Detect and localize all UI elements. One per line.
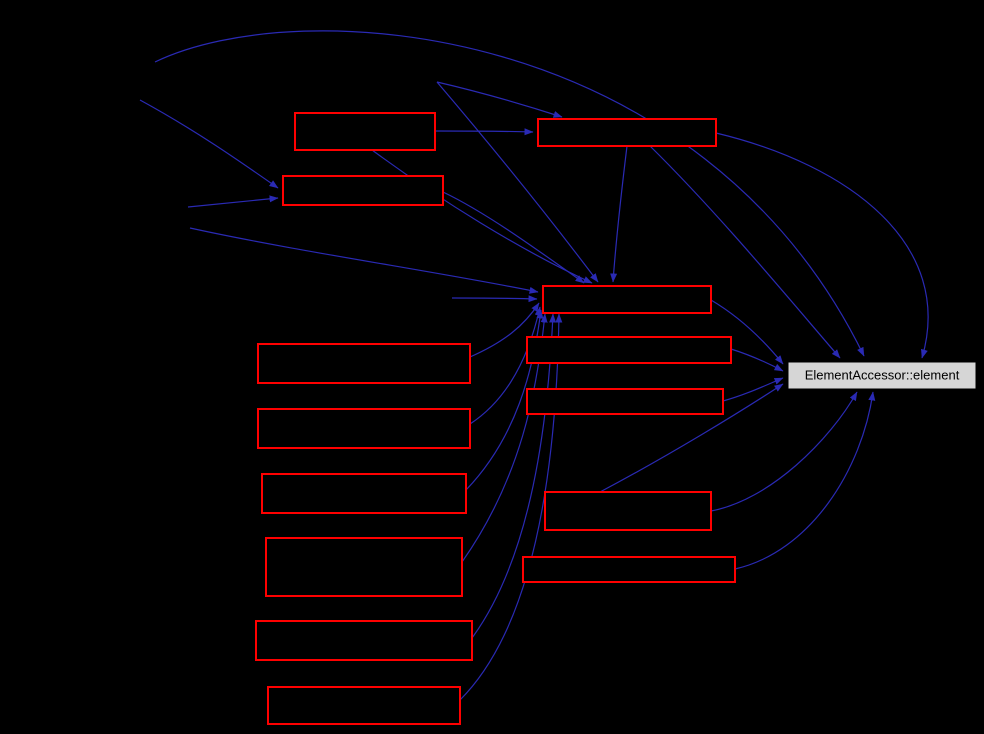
graph-node-node-7[interactable] (257, 343, 471, 384)
graph-edge-15 (469, 306, 542, 425)
graph-edge-19 (459, 313, 563, 701)
graph-node-node-5[interactable] (526, 336, 732, 364)
graph-edge-24 (710, 391, 858, 512)
graph-edge-16 (465, 309, 544, 491)
graph-node-node-10[interactable] (265, 537, 463, 597)
graph-edge-2 (715, 132, 929, 359)
graph-edge-7 (434, 128, 534, 136)
graph-node-node-12[interactable] (267, 686, 461, 725)
graph-edge-4 (610, 145, 628, 283)
graph-edge-12 (451, 295, 538, 303)
graph-edge-3 (649, 145, 841, 359)
graph-node-node-2[interactable] (537, 118, 717, 147)
graph-node-node-14[interactable] (522, 556, 736, 583)
graph-edge-22 (722, 377, 784, 402)
graph-node-node-6[interactable] (526, 388, 724, 415)
graph-edge-21 (730, 348, 784, 372)
graph-node-node-11[interactable] (255, 620, 473, 661)
graph-node-node-3[interactable] (282, 175, 444, 206)
graph-edge-8 (371, 149, 593, 284)
graph-node-node-8[interactable] (257, 408, 471, 449)
graph-node-node-4[interactable] (542, 285, 712, 314)
graph-edge-10 (187, 195, 279, 208)
graph-edge-1 (154, 30, 865, 357)
graph-edge-20 (710, 299, 784, 365)
graph-node-element (787, 361, 977, 390)
graph-edge-25 (734, 391, 876, 570)
graph-node-node-1[interactable] (294, 112, 436, 151)
graph-edge-11 (189, 227, 539, 294)
graph-node-label-element: ElementAccessor::element (805, 368, 960, 383)
graph-node-node-13[interactable] (544, 491, 712, 531)
graph-edge-14 (469, 302, 540, 358)
graph-edge-13 (442, 191, 585, 284)
graph-edge-6 (436, 81, 599, 283)
graph-edge-23 (599, 383, 784, 493)
graph-edge-5 (436, 81, 563, 118)
graph-edge-9 (139, 99, 279, 189)
graph-node-node-9[interactable] (261, 473, 467, 514)
